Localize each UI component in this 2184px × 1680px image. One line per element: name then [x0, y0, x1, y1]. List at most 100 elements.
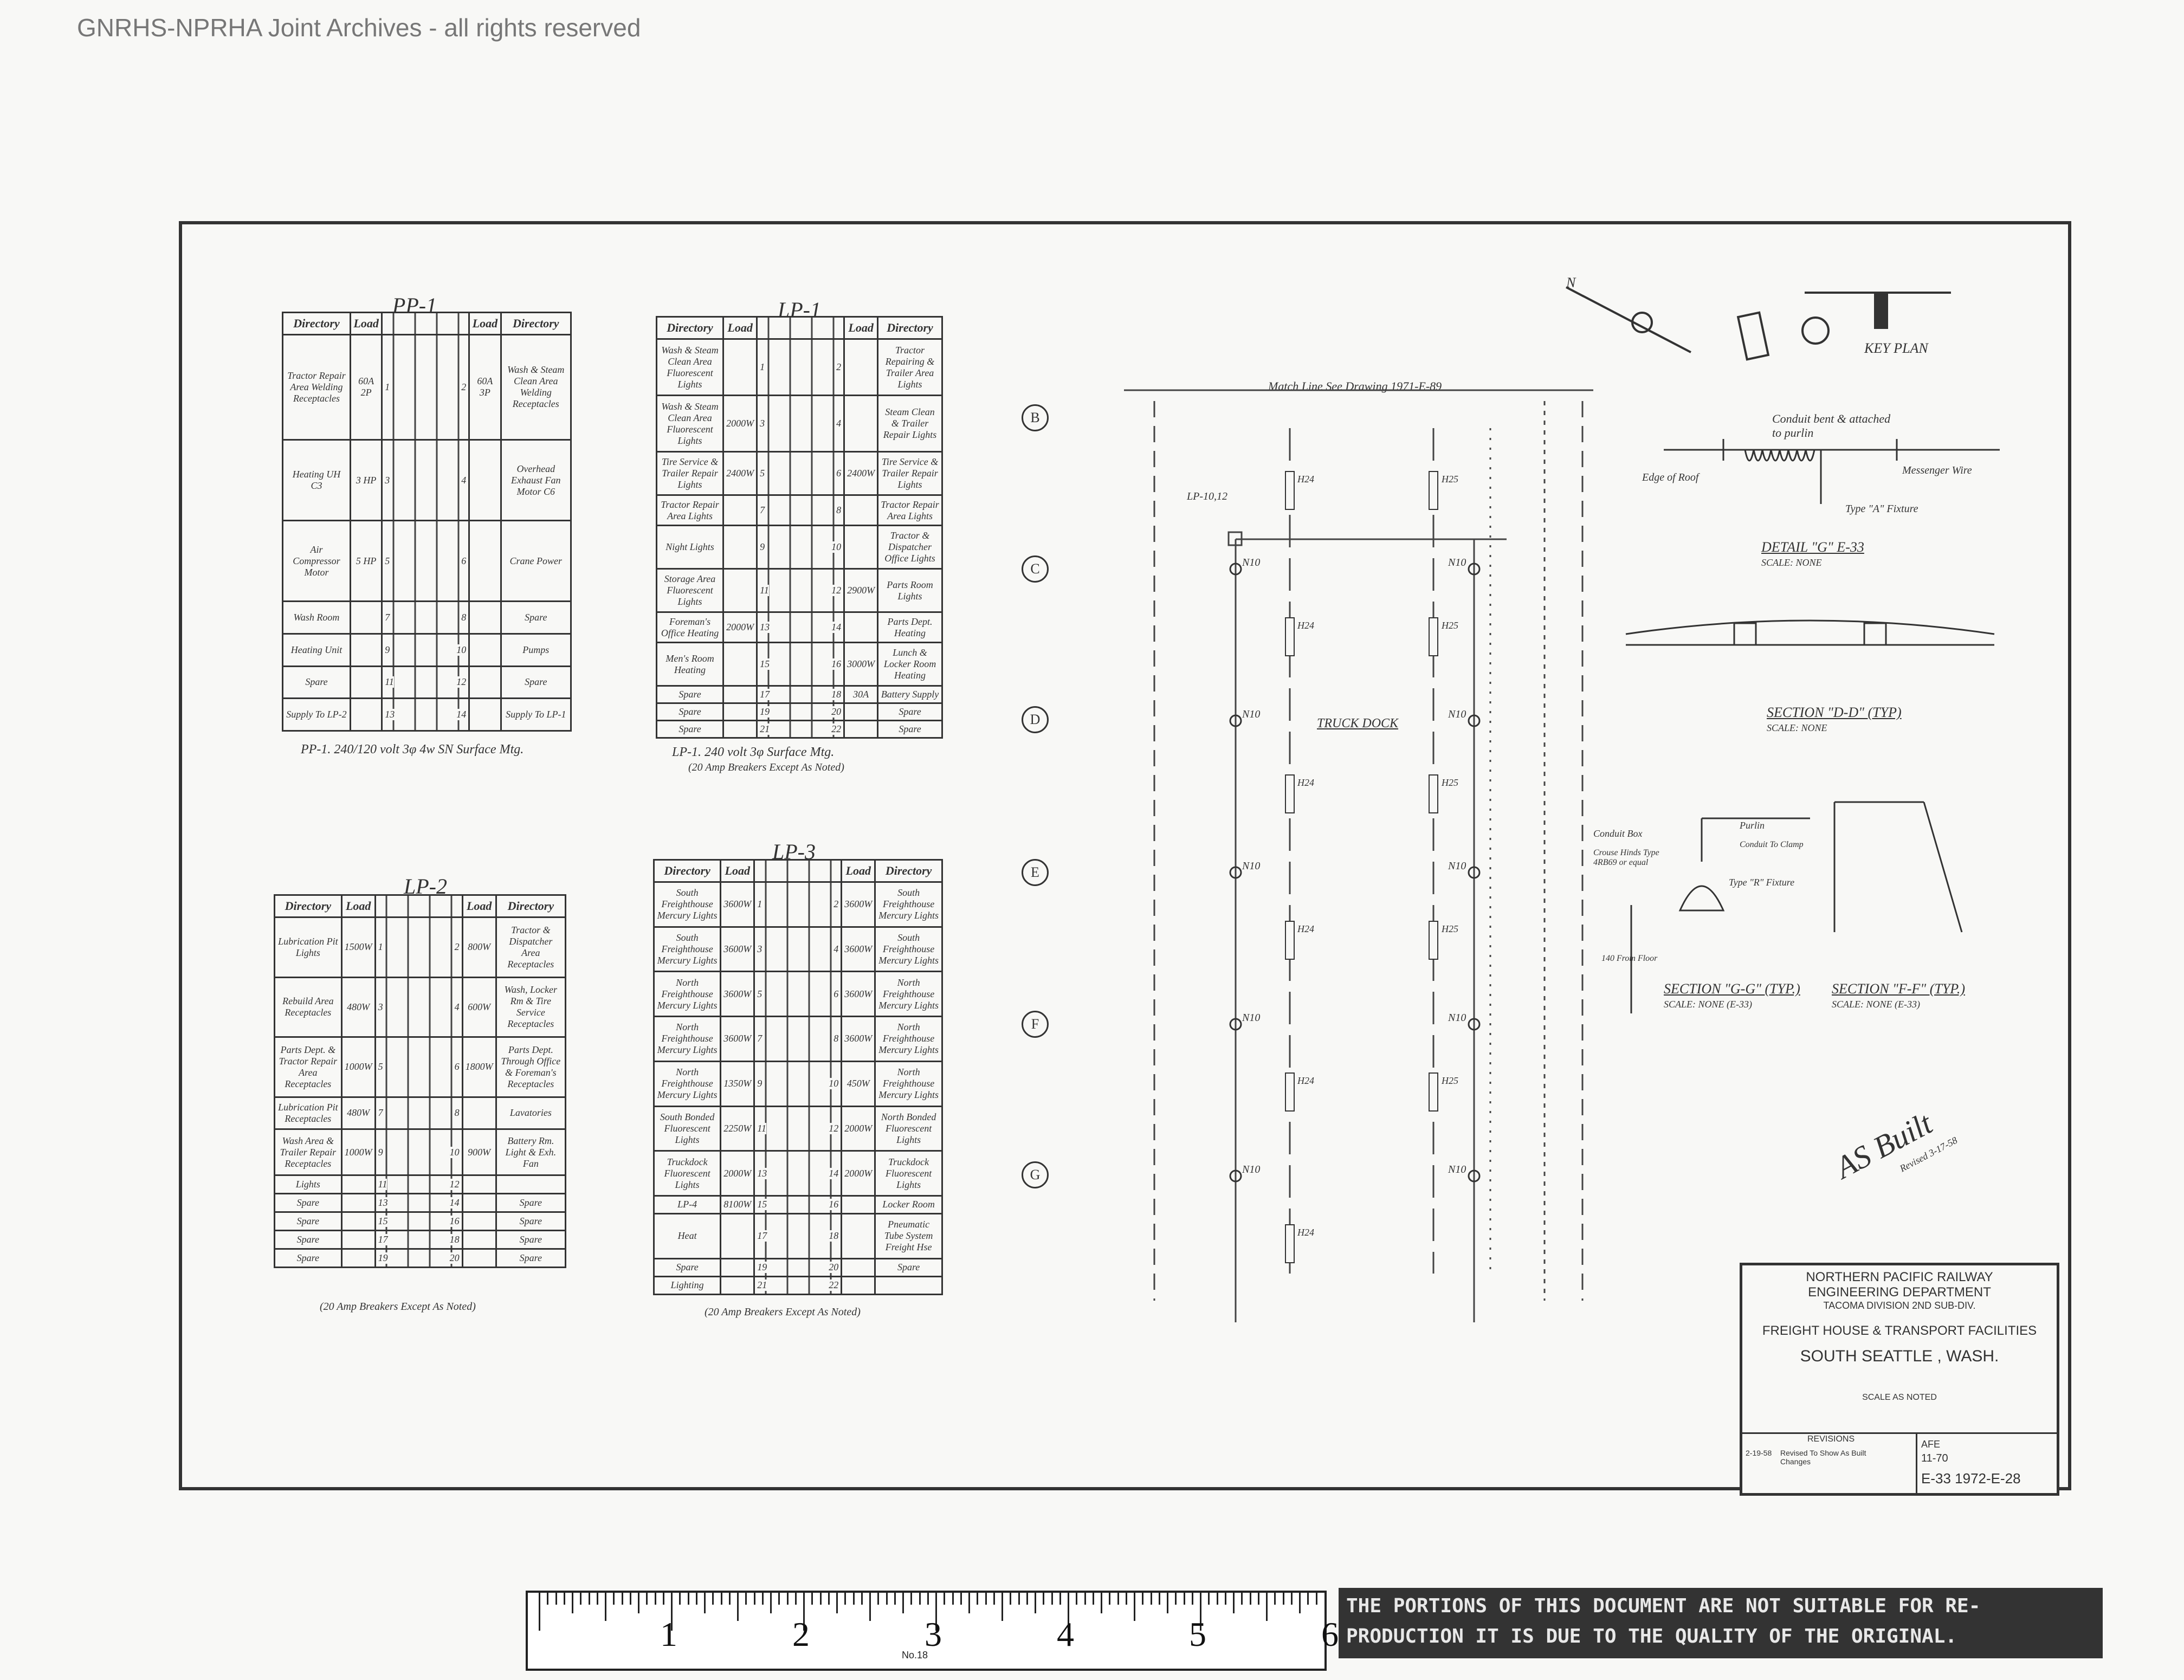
fixture-symbol	[1229, 1169, 1242, 1183]
fixture-symbol	[1229, 866, 1242, 879]
ruler-tick	[803, 1593, 805, 1631]
ruler-number: 1	[660, 1615, 677, 1653]
left-load	[340, 1174, 376, 1194]
ruler-tick	[944, 1593, 946, 1605]
ruler-tick	[695, 1593, 697, 1605]
ruler-tick	[1274, 1593, 1276, 1605]
right-load	[843, 338, 879, 396]
left-load: 3600W	[720, 1016, 755, 1062]
fixture-symbol	[1229, 714, 1242, 727]
breaker-number-left: 13	[760, 622, 770, 633]
right-load	[843, 395, 879, 453]
right-directory: Pneumatic Tube System Freight Hse	[874, 1213, 943, 1259]
breaker-number-right: 2	[836, 361, 842, 373]
left-directory: Heat	[652, 1213, 722, 1259]
type-a-fixture-label: Type "A" Fixture	[1845, 503, 1918, 515]
section-d-fixture-b	[1863, 622, 1887, 646]
right-directory: North Bonded Fluorescent Lights	[874, 1105, 943, 1152]
fixture-symbol	[1468, 1169, 1481, 1183]
right-load: 3600W	[841, 1016, 876, 1062]
breaker-number-left: 3	[760, 418, 765, 429]
right-load: 2000W	[841, 1150, 876, 1197]
ruler-tick	[1150, 1593, 1152, 1605]
circuit-marker	[1285, 617, 1295, 656]
right-load	[843, 525, 879, 570]
type-r-fixture-label: Type "R" Fixture	[1729, 877, 1795, 888]
circuit-label: H25	[1441, 1075, 1458, 1086]
left-directory: Tractor Repair Area Welding Receptacles	[282, 334, 351, 441]
north-arrow-circle	[1631, 312, 1653, 333]
right-load: 30A	[843, 685, 879, 704]
key-plan-graphic: N	[1566, 275, 1951, 361]
left-directory: Heating UH C3	[282, 438, 351, 522]
right-load	[841, 1275, 876, 1296]
right-load	[461, 1211, 497, 1231]
breaker-number-right: 12	[456, 676, 467, 688]
left-load: 8100W	[720, 1194, 755, 1215]
breaker-number-right: 2	[454, 941, 460, 953]
ruler-tick	[613, 1593, 615, 1605]
right-directory: Spare	[495, 1211, 567, 1231]
breaker-number-right: 6	[461, 555, 467, 567]
breaker-number-right: 8	[833, 1033, 839, 1045]
right-directory: North Freighthouse Mercury Lights	[874, 1060, 943, 1107]
table-row: Wash & Steam Clean Area Fluorescent Ligh…	[655, 395, 943, 453]
breaker-number-right: 10	[829, 1078, 839, 1090]
right-directory	[495, 1174, 567, 1194]
left-directory: Spare	[655, 720, 725, 739]
ruler-tick	[794, 1593, 797, 1605]
circuit-marker	[1285, 774, 1295, 813]
ruler-tick	[1051, 1593, 1053, 1605]
right-load: 3600W	[841, 881, 876, 928]
ruler-tick	[1183, 1593, 1185, 1605]
breaker-number-left: 5	[757, 988, 763, 1000]
circuit-marker	[1429, 617, 1438, 656]
breaker-number-right: 6	[836, 468, 842, 479]
ruler-tick	[547, 1593, 549, 1605]
right-directory: Crane Power	[500, 520, 572, 603]
left-load	[349, 697, 383, 732]
breaker-header	[381, 312, 470, 335]
messenger-wire-label: Messenger Wire	[1902, 464, 1972, 476]
table-row: Parts Dept. & Tractor Repair Area Recept…	[274, 1036, 567, 1098]
left-directory: North Freighthouse Mercury Lights	[652, 1060, 722, 1107]
ruler-tick	[1084, 1593, 1086, 1605]
right-directory: Spare	[500, 600, 572, 635]
left-directory: Spare	[655, 685, 725, 704]
breaker-number-right: 6	[454, 1061, 460, 1073]
breaker-number-left: 7	[385, 612, 390, 624]
ruler-tick	[894, 1593, 896, 1605]
left-load	[349, 600, 383, 635]
breaker-number-left: 5	[378, 1061, 383, 1073]
left-load: 1500W	[340, 916, 376, 978]
section-f-title: SECTION "F-F" (TYP.)	[1832, 981, 1965, 997]
section-d-drawing	[1625, 619, 1995, 646]
ruler-tick	[1125, 1593, 1127, 1605]
section-f-scale: SCALE: NONE (E-33)	[1832, 999, 1920, 1010]
ruler-tick	[638, 1593, 639, 1613]
ruler-tick	[1257, 1593, 1259, 1605]
ruler-tick	[1001, 1593, 1003, 1621]
right-directory: North Freighthouse Mercury Lights	[874, 1016, 943, 1062]
lighting-panel-symbol	[1227, 531, 1243, 546]
breaker-number-right: 14	[456, 709, 467, 721]
ruler-tick	[852, 1593, 855, 1605]
